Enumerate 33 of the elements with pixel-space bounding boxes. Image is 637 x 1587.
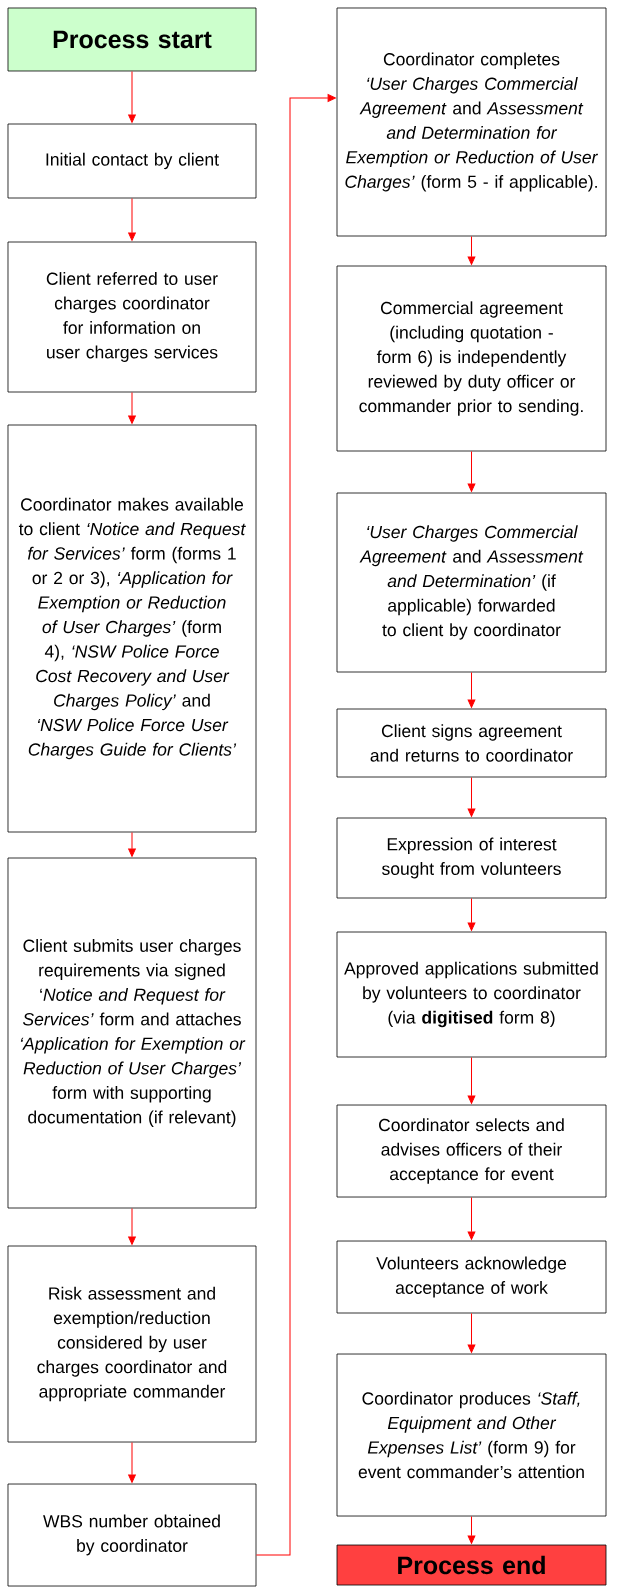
arrow xyxy=(128,391,136,424)
process-box: Coordinator makes available to client ‘Notice and Request for Services’ form (forms 1 or 2 or 3), ‘Application for Exemption or Reduction of User Charges’ (form 4), ‘NSW Police Force Cost Recovery and User Charges Policy’ and ‘NSW Police Force User Charges Guide for Clients’ xyxy=(7,424,257,833)
terminal-box: Process start xyxy=(7,7,257,72)
process-box: Commercial agreement (including quotation - form 6) is independently reviewed by duty officer or commander prior to sending. xyxy=(336,265,607,452)
process-box: Client signs agreement and returns to coordinator xyxy=(336,708,607,778)
process-box: ‘User Charges Commercial Agreement and Assessment and Determination’ (if applicable) forwarded to client by coordinator xyxy=(336,492,607,673)
arrow xyxy=(467,1196,476,1240)
process-box: Risk assessment and exemption/reduction considered by user charges coordinator and appropriate commander xyxy=(7,1245,257,1443)
process-box: Client referred to user charges coordinator for information on user charges services xyxy=(7,241,257,393)
arrow xyxy=(128,1441,136,1483)
arrow xyxy=(128,70,136,123)
arrow xyxy=(467,1056,476,1104)
arrow xyxy=(255,94,336,1556)
process-box: Expression of interest sought from volunteers xyxy=(336,817,607,899)
arrow xyxy=(467,1515,476,1544)
process-box: WBS number obtained by coordinator xyxy=(7,1483,257,1587)
process-box: Coordinator produces ‘Staff, Equipment and Other Expenses List’ (form 9) for event commander’s attention xyxy=(336,1353,607,1517)
process-box: Client submits user charges requirements via signed ‘Notice and Request for Services’ form and attaches ‘Application for Exemption or Reduction of User Charges’ form with supporting documentation (if relevant) xyxy=(7,857,257,1209)
process-box: Approved applications submitted by volunteers to coordinator (via digitised form 8) xyxy=(336,931,607,1058)
arrow xyxy=(467,450,476,492)
arrow xyxy=(467,776,476,817)
arrow xyxy=(467,897,476,931)
process-box: Coordinator completes ‘User Charges Commercial Agreement and Assessment and Determination for Exemption or Reduction of User Charges’ (form 5 - if applicable). xyxy=(336,7,607,237)
process-box: Volunteers acknowledge acceptance of work xyxy=(336,1240,607,1314)
arrow xyxy=(467,671,476,708)
arrow xyxy=(128,197,136,241)
terminal-box: Process end xyxy=(336,1544,607,1586)
arrow xyxy=(128,831,136,857)
arrow xyxy=(467,235,476,265)
process-box: Coordinator selects and advises officers of their acceptance for event xyxy=(336,1104,607,1198)
arrow xyxy=(467,1312,476,1353)
arrow xyxy=(128,1207,136,1245)
process-box: Initial contact by client xyxy=(7,123,257,199)
